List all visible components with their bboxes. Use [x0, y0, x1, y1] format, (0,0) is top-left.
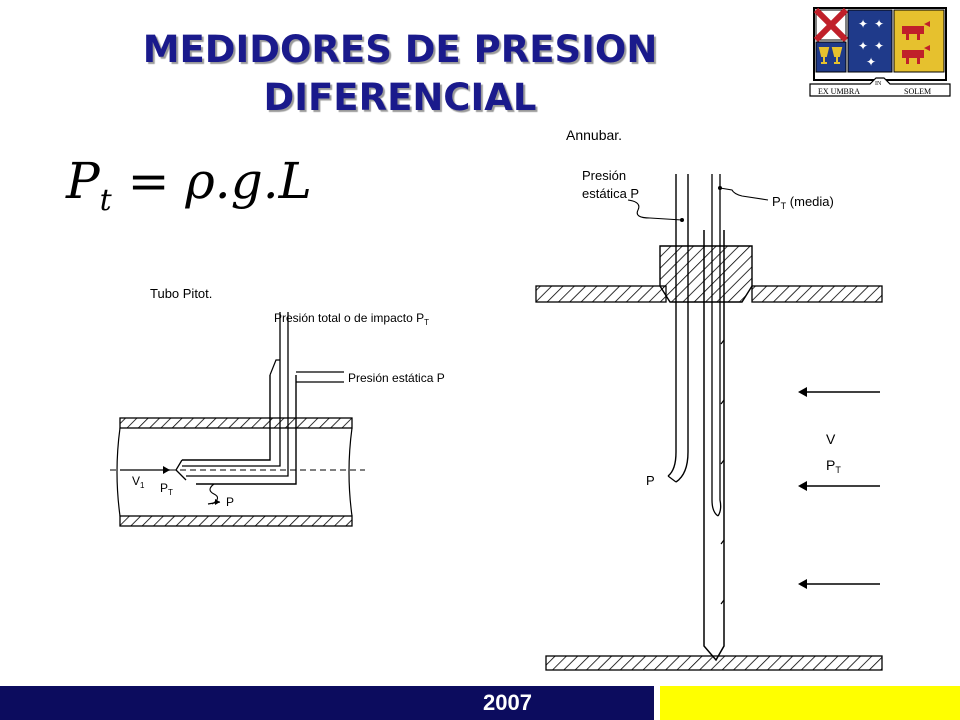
annubar-pipe-bottom-wall [545, 655, 883, 671]
annubar-label-static-2: estática P [582, 186, 639, 201]
university-crest-logo: ✦ ✦ ✦ ✦ ✦ EX UMBRA IN SOLEM [809, 7, 951, 97]
pitot-label-v1: V1 [132, 474, 145, 490]
crest-motto-left: EX UMBRA [818, 87, 860, 96]
title-line-2: DIFERENCIAL [263, 76, 537, 119]
annubar-label-v: V [826, 431, 836, 447]
annubar-label-p: P [646, 473, 655, 488]
pressure-meter-diagrams: Tubo Pitot. Presión total o de impacto P… [110, 127, 883, 671]
pitot-pipe-bottom-wall [119, 515, 353, 527]
pitot-label-total: Presión total o de impacto PT [274, 311, 429, 327]
svg-text:✦: ✦ [858, 39, 868, 53]
footer-bar: 2007 [0, 686, 654, 720]
crest-motto-right: SOLEM [904, 87, 931, 96]
footer-year: 2007 [483, 690, 532, 715]
annubar-label-pt: PT [826, 457, 841, 475]
annubar-label-pt-media: PT (media) [772, 194, 834, 211]
formula-lhs-subscript: t [99, 183, 112, 218]
annubar-pipe-top-wall-left [535, 285, 667, 303]
pitot-tube-diagram: Tubo Pitot. Presión total o de impacto P… [110, 286, 445, 527]
annubar-flow-arrows [798, 387, 880, 589]
annubar-label-static-1: Presión [582, 168, 626, 183]
pitot-label-p: P [226, 495, 234, 509]
pitot-label-pt: PT [160, 481, 173, 497]
annubar-title: Annubar. [566, 127, 622, 143]
pitot-pipe-top-wall [119, 417, 353, 429]
annubar-probe [703, 230, 725, 662]
pressure-formula: Pt = ρ.g.L [66, 152, 366, 232]
crest-motto-mid: IN [875, 81, 882, 87]
footer-accent-bar [660, 686, 960, 720]
svg-text:✦: ✦ [858, 17, 868, 31]
formula-lhs: P [66, 152, 100, 210]
formula-rhs: = ρ.g.L [127, 152, 312, 210]
annubar-fitting [659, 245, 753, 303]
pitot-label-static: Presión estática P [348, 371, 445, 385]
pitot-title: Tubo Pitot. [150, 286, 212, 301]
svg-text:✦: ✦ [874, 17, 884, 31]
slide-title: MEDIDORES DE PRESION DIFERENCIAL [100, 26, 700, 122]
annubar-pipe-top-wall-right [751, 285, 883, 303]
annubar-diagram: Annubar. Presión estática P PT (media) [535, 127, 883, 671]
title-line-1: MEDIDORES DE PRESION [142, 28, 658, 71]
svg-text:✦: ✦ [866, 55, 876, 69]
svg-text:✦: ✦ [874, 39, 884, 53]
